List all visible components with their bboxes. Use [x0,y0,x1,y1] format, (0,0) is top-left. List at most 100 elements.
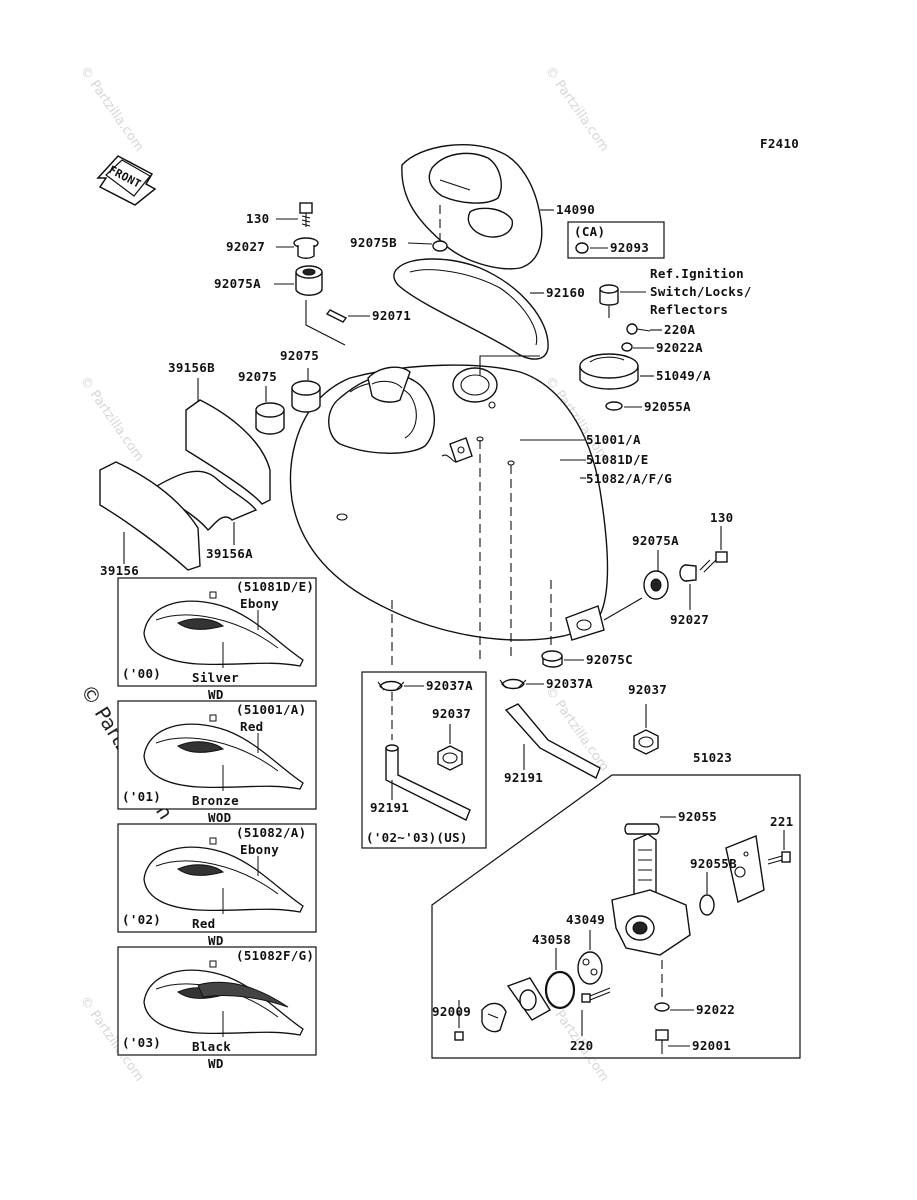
fuel-tank-51001 [289,364,609,641]
label-92075-a: 92075 [280,348,319,363]
label-92075c: 92075C [586,652,633,667]
variant-top-color: Red [240,719,263,734]
nut-92093 [575,242,589,254]
variant-finish: WD [208,1056,224,1071]
hose-92191-right [504,703,601,779]
damper-92075c [541,650,563,668]
us-note: ('02~'03)(US) [366,830,468,845]
label-221: 221 [770,814,793,829]
ref-note-line3: Reflectors [650,302,728,317]
label-220a: 220A [664,322,695,337]
variant-year: ('00) [122,666,161,681]
tank-bracket [209,960,217,968]
washer-92022 [654,1002,670,1012]
label-130-right: 130 [710,510,733,525]
variant-year: ('03) [122,1035,161,1050]
variant-year: ('02) [122,912,161,927]
label-92075b: 92075B [350,235,397,250]
variant-finish: WD [208,687,224,702]
label-92001: 92001 [692,1038,731,1053]
label-14090: 14090 [556,202,595,217]
ca-box [567,221,665,259]
label-39156a: 39156A [206,546,253,561]
label-92191-left: 92191 [370,800,409,815]
label-51049a: 51049/A [656,368,711,383]
gasket-43049 [577,951,603,985]
figure-id: F2410 [760,136,799,151]
lever-plate [506,977,551,1021]
tank-silhouette [143,846,304,913]
variant-bottom-color: Bronze [192,793,239,808]
watermark-1: © Partzilla.com [77,64,147,155]
label-92022a: 92022A [656,340,703,355]
fuel-cap-51049a [579,353,639,390]
label-92093: 92093 [610,240,649,255]
label-92027-right: 92027 [670,612,709,627]
label-39156b: 39156B [168,360,215,375]
variant-finish: WOD [208,810,231,825]
hose-92191-left [385,744,471,821]
label-92027-top: 92027 [226,239,265,254]
oring-92055b [699,894,715,916]
washer-92022a [621,342,633,352]
ref-note-line2: Switch/Locks/ [650,284,752,299]
gasket-92160 [393,258,549,360]
clip-92037a-left [377,680,405,692]
tank-bracket [209,714,217,722]
variant-finish: WD [208,933,224,948]
damper-92075a-top [295,265,323,296]
lever-knob [481,1002,507,1033]
collar-92027-top [293,237,319,259]
label-92022: 92022 [696,1002,735,1017]
screw-221 [767,851,791,865]
collar-92027-right [679,564,697,582]
label-92037-left: 92037 [432,706,471,721]
clamp-92037-left [437,745,463,771]
watermark-3: © Partzilla.com [77,374,147,465]
label-43049: 43049 [566,912,605,927]
label-220: 220 [570,1038,593,1053]
oring-43058 [544,970,576,1010]
watermark-2: © Partzilla.com [542,64,612,155]
variant-code: (51082F/G) [236,948,314,963]
ignition-switch [599,284,619,318]
tank-emblem-icon [177,864,225,876]
variant-bottom-color: Black [192,1039,231,1054]
tank-emblem-icon [177,618,225,630]
pad-39156a [148,470,258,531]
label-92055b: 92055B [690,856,737,871]
bolt-130-top [299,202,313,227]
label-92075a-right: 92075A [632,533,679,548]
tank-flame-graphic [197,981,289,1008]
clamp-92037-right [633,729,659,755]
label-51082afg: 51082/A/F/G [586,471,672,486]
pad-39156b [185,399,271,505]
ref-note-line1: Ref.Ignition [650,266,744,281]
label-51023: 51023 [693,750,732,765]
bolt-130-right [699,551,728,573]
tank-bracket [209,837,217,845]
variant-top-color: Ebony [240,842,279,857]
damper-92075-a [291,380,321,413]
pin-92071 [325,309,348,323]
variant-code: (51001/A) [236,702,306,717]
tank-bracket [209,591,217,599]
tank-silhouette [143,600,304,667]
label-92075a-top: 92075A [214,276,261,291]
variant-code: (51082/A) [236,825,306,840]
oring-92055a [605,401,623,411]
damper-92075a-right [643,570,669,600]
label-43058: 43058 [532,932,571,947]
screw-220a [626,323,651,335]
label-92037-right: 92037 [628,682,667,697]
valve-box [431,774,801,1059]
fuel-valve-body [611,833,691,956]
us-hose-box [361,671,487,849]
